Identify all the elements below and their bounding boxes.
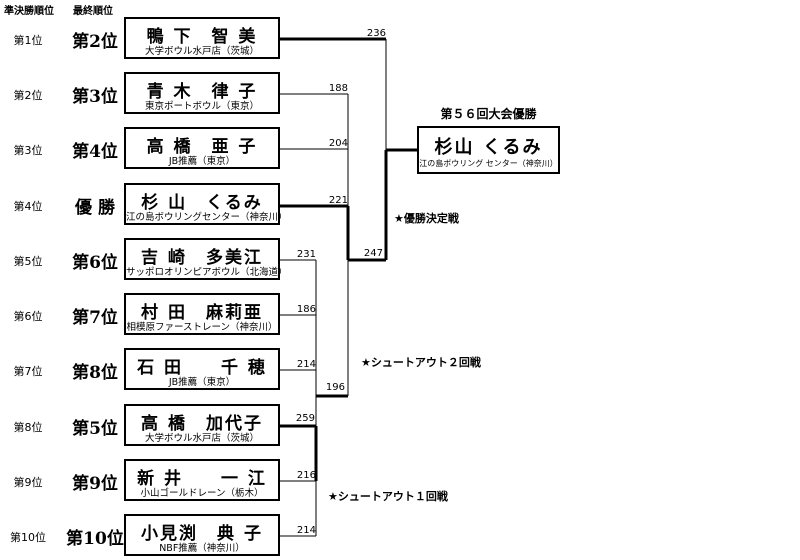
player-score: 216 — [296, 470, 316, 481]
player-name: 小見渕 典 子 — [141, 524, 263, 544]
final-rank: 第8位 — [72, 363, 118, 383]
player-club: 大学ボウル水戸店（茨城） — [144, 433, 259, 444]
player-name: 青 木 律 子 — [146, 82, 258, 102]
player-score: 204 — [328, 138, 348, 149]
shootout2-label: ★シュートアウト２回戦 — [361, 356, 481, 369]
player-club: 江の島ボウリングセンター（神奈川） — [126, 212, 288, 223]
shootout1-label: ★シュートアウト１回戦 — [328, 490, 448, 503]
final-rank: 第9位 — [72, 474, 118, 494]
player-score: 214 — [296, 525, 316, 536]
player-box: 鴨 下 智 美大学ボウル水戸店（茨城） — [124, 17, 280, 59]
semifinal-rank: 第4位 — [13, 200, 43, 213]
final-rank: 第2位 — [72, 32, 118, 52]
player-box: 青 木 律 子東京ポートボウル（東京） — [124, 72, 280, 114]
semifinal-rank: 第3位 — [13, 144, 43, 157]
player-box: 新 井 一 江小山ゴールドレーン（栃木） — [124, 459, 280, 501]
semifinal-rank: 第1位 — [13, 34, 43, 47]
player-name: 村 田 麻莉亜 — [141, 303, 263, 323]
player-box: 高 橋 加代子大学ボウル水戸店（茨城） — [124, 404, 280, 446]
final-rank: 第3位 — [72, 87, 118, 107]
player-name: 鴨 下 智 美 — [146, 27, 258, 47]
player-score: 231 — [296, 249, 316, 260]
final-rank: 第6位 — [72, 253, 118, 273]
player-club: 東京ポートボウル（東京） — [144, 101, 259, 112]
shootout2-winner-score: 247 — [363, 248, 383, 259]
final-match-label: ★優勝決定戦 — [394, 212, 459, 225]
winner-title: 第５６回大会優勝 — [440, 107, 537, 121]
player-score: 188 — [328, 83, 348, 94]
player-box: 吉 崎 多美江サッポロオリンピアボウル（北海道） — [124, 238, 288, 280]
player-name: 杉 山 くるみ — [141, 193, 263, 213]
final-rank: 優 勝 — [75, 198, 115, 218]
player-name: 高 橋 亜 子 — [146, 137, 258, 157]
player-club: NBF推薦（神奈川） — [159, 543, 245, 554]
semifinal-rank: 第10位 — [10, 531, 46, 544]
player-club: 大学ボウル水戸店（茨城） — [144, 46, 259, 57]
winner-club: 江の島ボウリング センター（神奈川） — [419, 159, 558, 168]
final-rank: 第5位 — [72, 419, 118, 439]
player-name: 石 田 千 穂 — [137, 358, 267, 378]
semifinal-rank: 第6位 — [13, 310, 43, 323]
player-club: JB推薦（東京） — [168, 156, 236, 167]
final-rank-header: 最終順位 — [73, 6, 113, 17]
player-score: 236 — [366, 28, 386, 39]
player-score: 186 — [296, 304, 316, 315]
final-rank: 第10位 — [66, 529, 124, 549]
final-rank: 第7位 — [72, 308, 118, 328]
player-box: 杉 山 くるみ江の島ボウリングセンター（神奈川） — [124, 183, 288, 225]
player-score: 259 — [295, 413, 315, 424]
player-club: サッポロオリンピアボウル（北海道） — [126, 267, 288, 278]
winner-name: 杉山 くるみ — [434, 137, 543, 158]
semifinal-rank: 第9位 — [13, 476, 43, 489]
player-name: 吉 崎 多美江 — [141, 248, 263, 268]
player-club: JB推薦（東京） — [168, 377, 236, 388]
winner-box: 杉山 くるみ 江の島ボウリング センター（神奈川） — [417, 126, 560, 174]
semifinal-rank: 第2位 — [13, 89, 43, 102]
player-score: 214 — [296, 359, 316, 370]
shootout1-winner-score: 196 — [325, 382, 345, 393]
player-score: 221 — [328, 195, 348, 206]
semifinal-rank: 第8位 — [13, 421, 43, 434]
player-club: 小山ゴールドレーン（栃木） — [140, 488, 264, 499]
semifinal-rank: 第7位 — [13, 365, 43, 378]
player-club: 相模原ファーストレーン（神奈川） — [126, 322, 278, 333]
semifinal-rank: 第5位 — [13, 255, 43, 268]
final-rank: 第4位 — [72, 142, 118, 162]
player-name: 高 橋 加代子 — [141, 414, 263, 434]
semifinal-rank-header: 準決勝順位 — [4, 6, 54, 17]
player-name: 新 井 一 江 — [137, 469, 267, 489]
player-box: 村 田 麻莉亜相模原ファーストレーン（神奈川） — [124, 293, 280, 335]
